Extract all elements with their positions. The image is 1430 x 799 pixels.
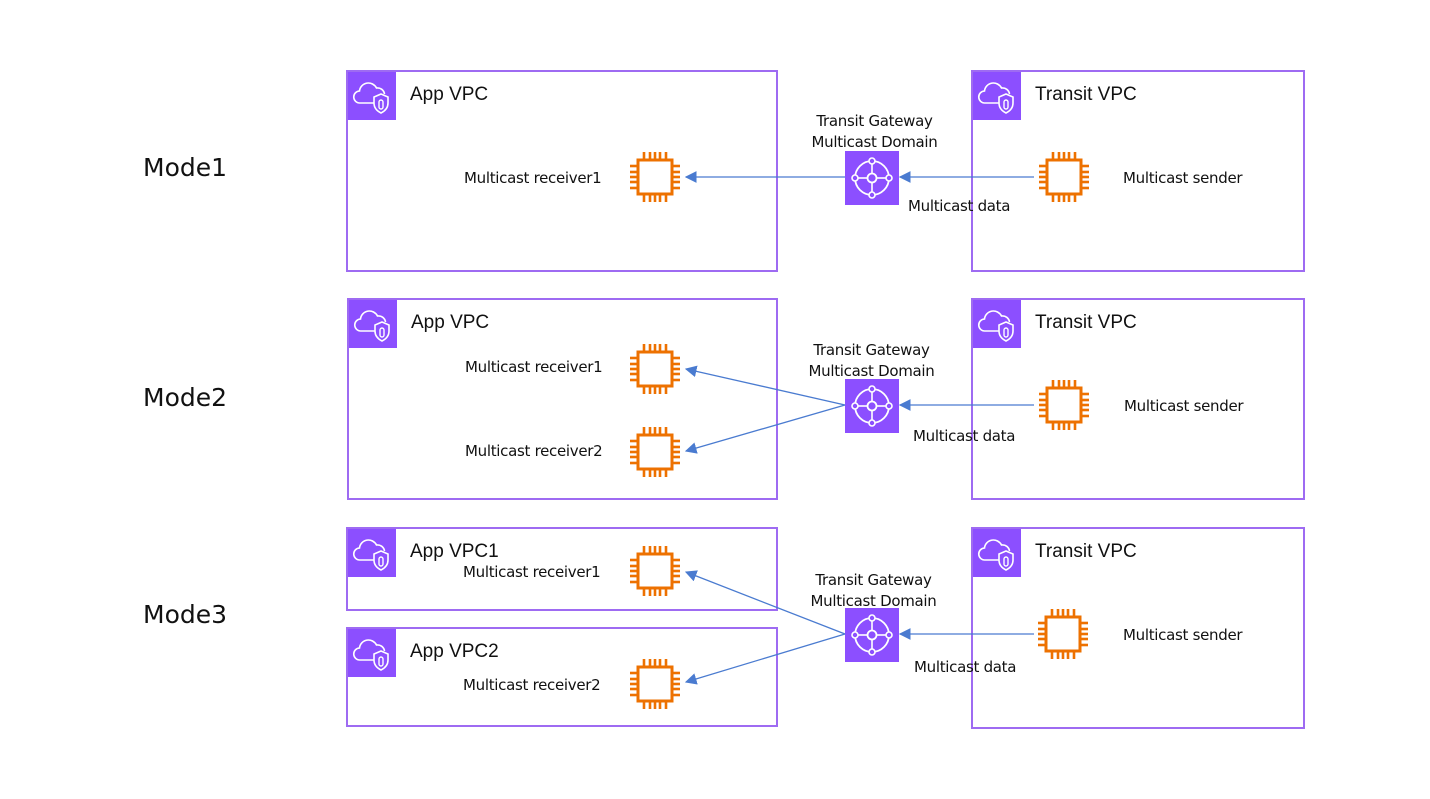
vpc-icon	[349, 300, 397, 348]
vpc-title: App VPC2	[410, 641, 499, 662]
mode1-gateway-label-line2: Multicast Domain	[811, 133, 938, 151]
vpc-title: Transit VPC	[1035, 312, 1137, 333]
mode2-receiver1-label: Multicast receiver1	[465, 358, 603, 376]
mode1-receiver1-label: Multicast receiver1	[464, 169, 602, 187]
mode3-receiver2-label: Multicast receiver2	[463, 676, 601, 694]
vpc-title: App VPC	[411, 312, 490, 333]
ec2-instance-icon	[1036, 377, 1092, 433]
mode1-transit-vpc: Transit VPC	[971, 70, 1305, 272]
ec2-instance-icon	[627, 341, 683, 397]
mode2-flow-label: Multicast data	[913, 427, 1016, 445]
mode1-flow-label: Multicast data	[908, 197, 1011, 215]
mode3-flow-label: Multicast data	[914, 658, 1017, 676]
mode2-label: Mode2	[143, 383, 228, 412]
mode1-app-vpc: App VPC	[346, 70, 778, 272]
ec2-instance-icon	[1035, 606, 1091, 662]
vpc-icon	[348, 629, 396, 677]
vpc-title: App VPC1	[410, 541, 499, 562]
vpc-title: App VPC	[410, 84, 489, 105]
mode1-gateway-label-line1: Transit Gateway	[816, 112, 933, 130]
vpc-icon	[973, 72, 1021, 120]
mode3-receiver1-label: Multicast receiver1	[463, 563, 601, 581]
transit-gateway-icon	[845, 608, 899, 662]
ec2-instance-icon	[627, 424, 683, 480]
mode2-gateway-label-line2: Multicast Domain	[808, 362, 935, 380]
mode2-app-vpc: App VPC	[347, 298, 778, 500]
mode3-transit-vpc: Transit VPC	[971, 527, 1305, 729]
mode2-gateway-label-line1: Transit Gateway	[813, 341, 930, 359]
transit-gateway-icon	[845, 151, 899, 205]
ec2-instance-icon	[1036, 149, 1092, 205]
vpc-icon	[973, 529, 1021, 577]
vpc-icon	[348, 529, 396, 577]
vpc-title: Transit VPC	[1035, 84, 1137, 105]
mode2-transit-vpc: Transit VPC	[971, 298, 1305, 500]
mode3-label: Mode3	[143, 600, 228, 629]
transit-gateway-icon	[845, 379, 899, 433]
mode2-sender-label: Multicast sender	[1124, 397, 1244, 415]
ec2-instance-icon	[627, 656, 683, 712]
vpc-icon	[973, 300, 1021, 348]
mode3-gateway-label-line1: Transit Gateway	[815, 571, 932, 589]
mode2-receiver2-label: Multicast receiver2	[465, 442, 603, 460]
mode1-sender-label: Multicast sender	[1123, 169, 1243, 187]
vpc-icon	[348, 72, 396, 120]
mode3-sender-label: Multicast sender	[1123, 626, 1243, 644]
ec2-instance-icon	[627, 543, 683, 599]
mode1-label: Mode1	[143, 153, 228, 182]
vpc-title: Transit VPC	[1035, 541, 1137, 562]
ec2-instance-icon	[627, 149, 683, 205]
